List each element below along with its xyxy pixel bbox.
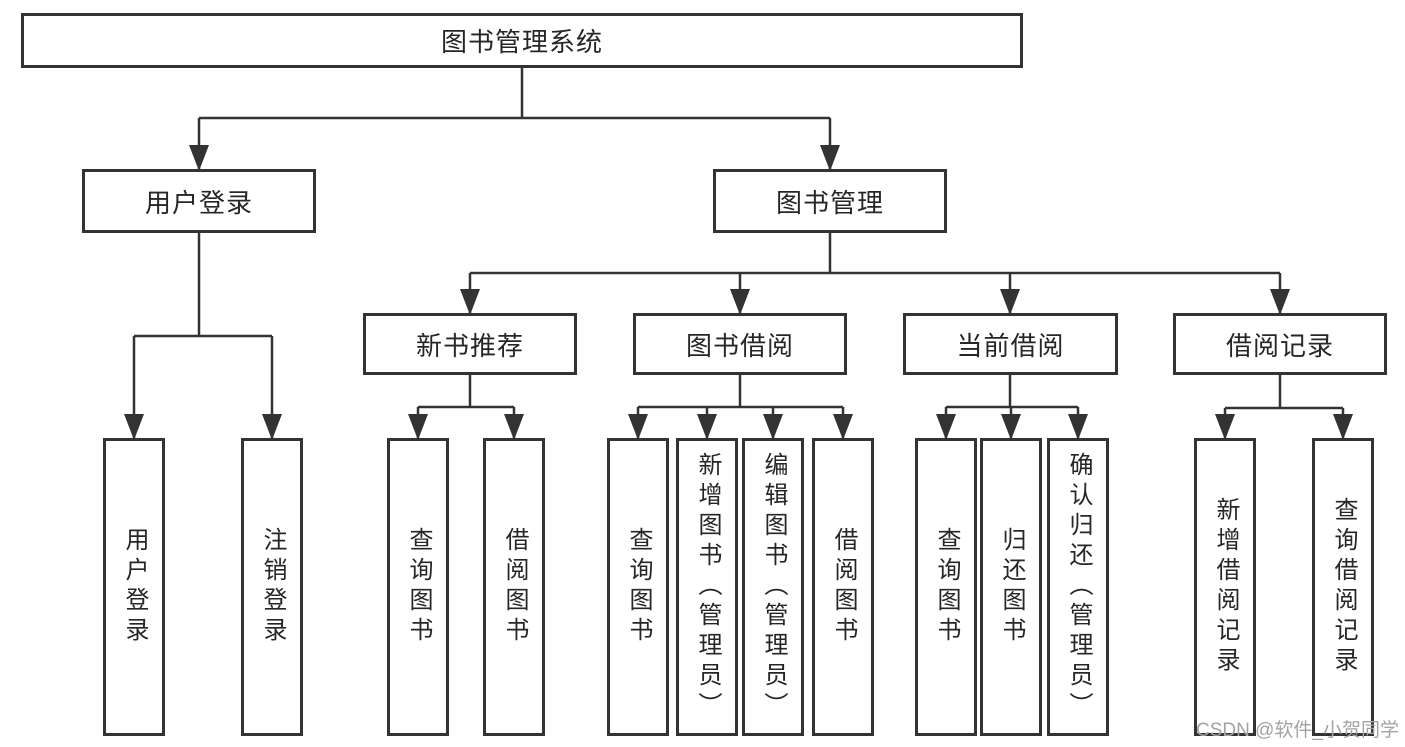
leaf-borrow-books-recommend-label: 借阅图书 xyxy=(501,527,528,647)
leaf-borrow-books-borrowing: 借阅图书 xyxy=(812,438,874,736)
leaf-edit-book-admin: 编辑图书（管理员） xyxy=(742,438,804,736)
node-new-book-recommend: 新书推荐 xyxy=(363,313,577,375)
leaf-confirm-return-admin: 确认归还（管理员） xyxy=(1047,438,1109,736)
leaf-user-login-label: 用户登录 xyxy=(121,527,148,647)
leaf-query-books-recommend-label: 查询图书 xyxy=(405,527,432,647)
leaf-logout-login-label: 注销登录 xyxy=(259,527,286,647)
leaf-confirm-return-admin-label: 确认归还（管理员） xyxy=(1065,452,1092,722)
leaf-borrow-books-borrowing-label: 借阅图书 xyxy=(830,527,857,647)
leaf-logout-login: 注销登录 xyxy=(241,438,303,736)
node-book-borrowing: 图书借阅 xyxy=(633,313,847,375)
leaf-add-book-admin-label: 新增图书（管理员） xyxy=(694,452,721,722)
leaf-return-books: 归还图书 xyxy=(980,438,1042,736)
leaf-user-login: 用户登录 xyxy=(103,438,165,736)
node-user-login: 用户登录 xyxy=(82,169,316,233)
leaf-query-borrow-record-label: 查询借阅记录 xyxy=(1330,497,1357,677)
leaf-borrow-books-recommend: 借阅图书 xyxy=(483,438,545,736)
watermark: CSDN @软件_小贺同学 xyxy=(1196,720,1399,741)
node-root-library-management-system: 图书管理系统 xyxy=(21,13,1023,68)
node-current-borrowing: 当前借阅 xyxy=(903,313,1118,375)
leaf-add-borrow-record: 新增借阅记录 xyxy=(1194,438,1256,736)
node-borrow-records: 借阅记录 xyxy=(1173,313,1387,375)
leaf-query-books-current: 查询图书 xyxy=(915,438,977,736)
leaf-query-books-borrowing-label: 查询图书 xyxy=(625,527,652,647)
leaf-edit-book-admin-label: 编辑图书（管理员） xyxy=(760,452,787,722)
leaf-query-borrow-record: 查询借阅记录 xyxy=(1312,438,1374,736)
leaf-query-books-borrowing: 查询图书 xyxy=(607,438,669,736)
leaf-query-books-recommend: 查询图书 xyxy=(387,438,449,736)
leaf-add-book-admin: 新增图书（管理员） xyxy=(676,438,738,736)
node-book-management: 图书管理 xyxy=(713,169,947,233)
leaf-return-books-label: 归还图书 xyxy=(998,527,1025,647)
leaf-add-borrow-record-label: 新增借阅记录 xyxy=(1212,497,1239,677)
leaf-query-books-current-label: 查询图书 xyxy=(933,527,960,647)
